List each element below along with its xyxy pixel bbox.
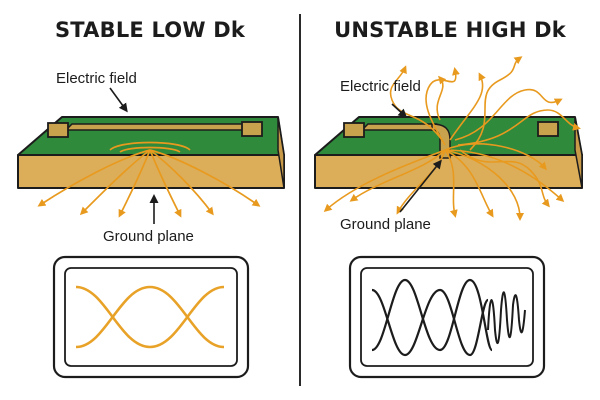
right-ground-plane-label: Ground plane: [340, 216, 431, 233]
right-signal-trace: [343, 121, 559, 159]
left-oscilloscope: [52, 255, 250, 379]
right-label-pointers: [391, 103, 442, 213]
left-signal-trace: [47, 121, 263, 138]
right-panel-title: UNSTABLE HIGH Dk: [334, 18, 566, 42]
left-electric-field-label: Electric field: [56, 70, 137, 87]
left-ground-plane-label: Ground plane: [103, 228, 194, 245]
panel-divider: [299, 14, 301, 386]
left-label-pointers: [109, 87, 159, 224]
left-field-lines: [37, 141, 261, 218]
left-panel-title: STABLE LOW Dk: [54, 18, 246, 42]
right-field-lines: [323, 56, 581, 221]
right-electric-field-label: Electric field: [340, 78, 421, 95]
right-oscilloscope: [348, 255, 546, 379]
